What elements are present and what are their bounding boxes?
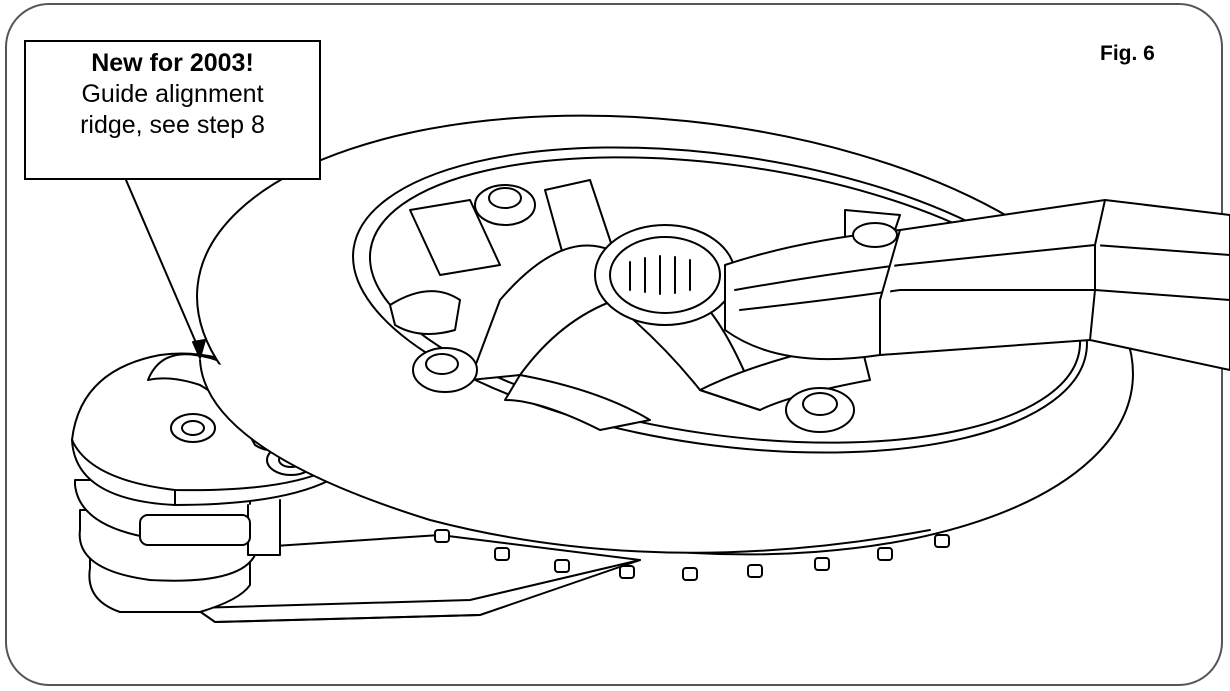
callout-text-line-1: Guide alignment: [81, 80, 264, 108]
callout-leader-line: [125, 179, 201, 353]
leader-arrowhead: [192, 339, 206, 359]
hub-bolts: [412, 184, 898, 433]
hub-cylinder: [594, 224, 736, 326]
callout-title: New for 2003!: [91, 49, 254, 77]
figure-label: Fig. 6: [1100, 42, 1155, 65]
hub-spider: [389, 179, 901, 431]
wrench-arm: [724, 199, 1230, 371]
callout-box: New for 2003! Guide alignment ridge, see…: [24, 40, 321, 180]
callout-text-line-2: ridge, see step 8: [80, 111, 265, 139]
rim-bolts: [434, 529, 950, 581]
